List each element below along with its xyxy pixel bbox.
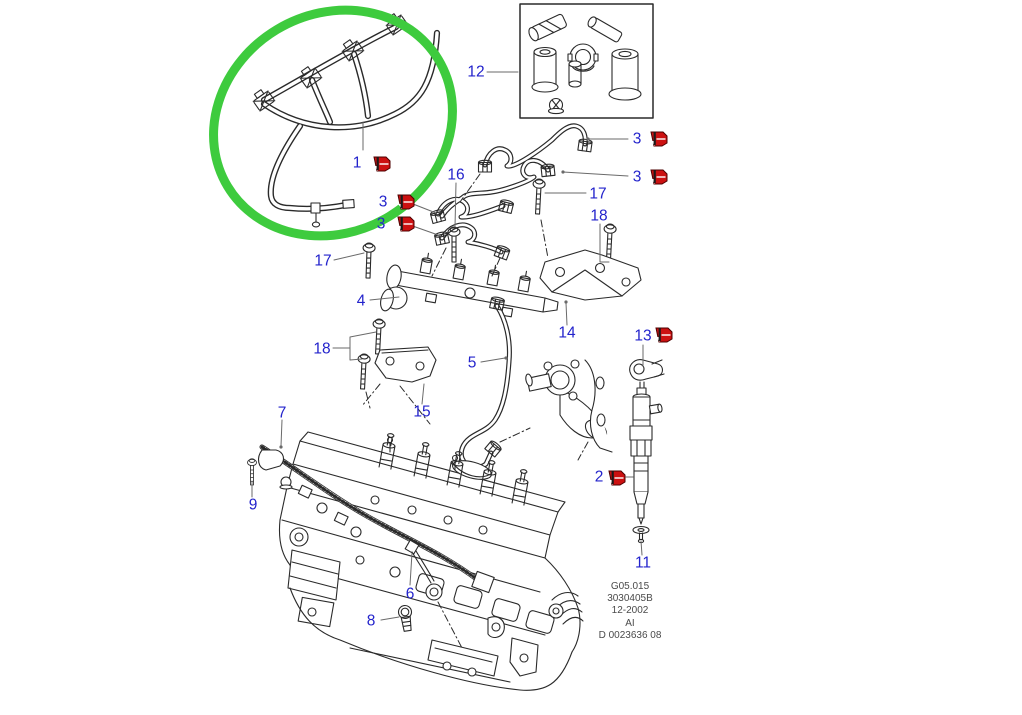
callout-1[interactable]: 1 [352, 154, 362, 172]
highlight-ellipse [209, 5, 457, 241]
callout-3b[interactable]: 3 [632, 168, 642, 186]
callout-4[interactable]: 4 [356, 292, 366, 310]
callout-13[interactable]: 13 [634, 327, 652, 345]
callout-2[interactable]: 2 [594, 468, 604, 486]
callout-6[interactable]: 6 [405, 585, 415, 603]
clip-icon[interactable] [649, 168, 669, 186]
clip-icon[interactable] [654, 326, 674, 344]
clip-icon[interactable] [396, 193, 416, 211]
callout-17b[interactable]: 17 [314, 252, 332, 270]
clip-icon[interactable] [396, 215, 416, 233]
catalog-stamp: G05.015 3030405B 12-2002 AI D 0023636 08 [577, 581, 683, 642]
callout-17a[interactable]: 17 [589, 185, 607, 203]
callout-3d[interactable]: 3 [376, 215, 386, 233]
callout-14[interactable]: 14 [558, 324, 576, 342]
injector-drawing [629, 359, 665, 544]
callout-11[interactable]: 11 [634, 554, 652, 572]
leak-off-pipe-drawing [249, 10, 441, 228]
stamp-line: G05.015 [610, 581, 650, 592]
engine-block-drawing [257, 431, 584, 691]
pump-drawing [525, 359, 613, 461]
callout-9[interactable]: 9 [248, 496, 258, 514]
stamp-line: 3030405B [607, 593, 653, 605]
callout-3a[interactable]: 3 [632, 130, 642, 148]
clip-icon[interactable] [607, 469, 627, 487]
callout-18b[interactable]: 18 [313, 340, 331, 358]
stamp-line: AI [625, 617, 635, 629]
clip-icon[interactable] [649, 130, 669, 148]
fuel-rail-drawing [380, 251, 559, 318]
bracket-15-drawing [361, 346, 437, 425]
clip-icon[interactable] [372, 155, 392, 173]
callout-18a[interactable]: 18 [590, 207, 608, 225]
injection-pipes-drawing [429, 123, 593, 277]
bracket-14-drawing [539, 249, 642, 301]
callout-5[interactable]: 5 [467, 354, 477, 372]
leader-lines [251, 71, 644, 621]
callout-8[interactable]: 8 [366, 612, 376, 630]
stamp-line: D 0023636 08 [598, 629, 662, 641]
bolt-8 [397, 604, 413, 632]
callout-16[interactable]: 16 [447, 166, 465, 184]
callout-7[interactable]: 7 [277, 404, 287, 422]
seal-kit-box-drawing [519, 3, 654, 119]
callout-15[interactable]: 15 [413, 403, 431, 421]
stamp-line: 12-2002 [611, 605, 649, 617]
callout-12[interactable]: 12 [467, 63, 485, 81]
supply-pipe-drawing [458, 295, 531, 470]
callout-3c[interactable]: 3 [378, 193, 388, 211]
